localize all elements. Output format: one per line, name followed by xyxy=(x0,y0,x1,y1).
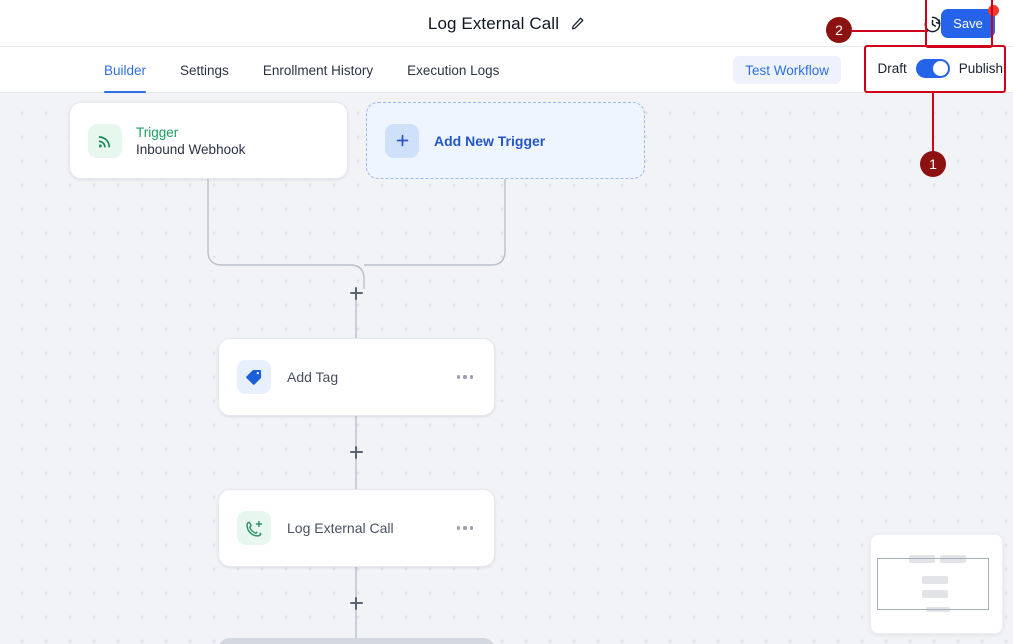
minimap-node xyxy=(940,555,966,563)
phone-plus-icon xyxy=(237,511,271,545)
minimap-node xyxy=(922,576,948,584)
save-button[interactable]: Save xyxy=(941,9,995,38)
rss-broadcast-icon xyxy=(88,123,122,158)
node-partial-bottom[interactable] xyxy=(218,638,495,644)
publish-toggle[interactable] xyxy=(915,59,950,78)
tab-enrollment-history[interactable]: Enrollment History xyxy=(262,62,374,78)
minimap-node xyxy=(909,555,935,563)
workflow-canvas[interactable]: Trigger Inbound Webhook Add New Trigger xyxy=(0,93,1013,644)
page-title: Log External Call xyxy=(427,13,560,33)
minimap-node xyxy=(922,590,948,598)
add-step-button-1[interactable] xyxy=(347,284,365,302)
node-add-tag[interactable]: Add Tag xyxy=(218,338,495,416)
tab-bar: Builder Settings Enrollment History Exec… xyxy=(0,47,1013,93)
add-new-trigger-label: Add New Trigger xyxy=(434,132,546,149)
trigger-kind-label: Trigger xyxy=(136,124,179,140)
publish-toggle-group: Draft Publish xyxy=(877,59,1003,78)
toggle-knob xyxy=(932,61,948,76)
trigger-name-label: Inbound Webhook xyxy=(136,141,246,157)
test-workflow-button[interactable]: Test Workflow xyxy=(733,56,841,84)
node-log-external-call[interactable]: Log External Call xyxy=(218,489,495,567)
tabs-group: Builder Settings Enrollment History Exec… xyxy=(104,47,499,93)
tab-execution-logs[interactable]: Execution Logs xyxy=(407,62,500,78)
annotation-marker-1: 1 xyxy=(920,151,946,177)
publish-label: Publish xyxy=(958,61,1003,76)
add-new-trigger-card[interactable]: Add New Trigger xyxy=(366,102,645,179)
canvas-minimap[interactable] xyxy=(870,534,1003,634)
ellipsis-icon[interactable] xyxy=(454,367,476,387)
add-step-button-3[interactable] xyxy=(347,594,365,612)
save-notification-dot xyxy=(988,5,999,16)
node-label: Add Tag xyxy=(287,369,339,385)
trigger-text: Trigger Inbound Webhook xyxy=(136,125,245,157)
node-label: Log External Call xyxy=(287,520,394,536)
trigger-card[interactable]: Trigger Inbound Webhook xyxy=(69,102,348,179)
tab-builder[interactable]: Builder xyxy=(104,47,147,93)
ellipsis-icon[interactable] xyxy=(454,518,476,538)
top-bar: Log External Call Save xyxy=(0,0,1013,47)
title-container: Log External Call xyxy=(0,0,1013,47)
annotation-marker-2: 2 xyxy=(826,17,852,43)
draft-label: Draft xyxy=(877,61,907,76)
add-step-button-2[interactable] xyxy=(347,443,365,461)
pencil-icon[interactable] xyxy=(569,16,585,32)
tab-settings[interactable]: Settings xyxy=(180,62,229,78)
minimap-viewport[interactable] xyxy=(877,558,989,610)
plus-icon xyxy=(385,123,419,158)
tag-icon xyxy=(237,360,271,394)
